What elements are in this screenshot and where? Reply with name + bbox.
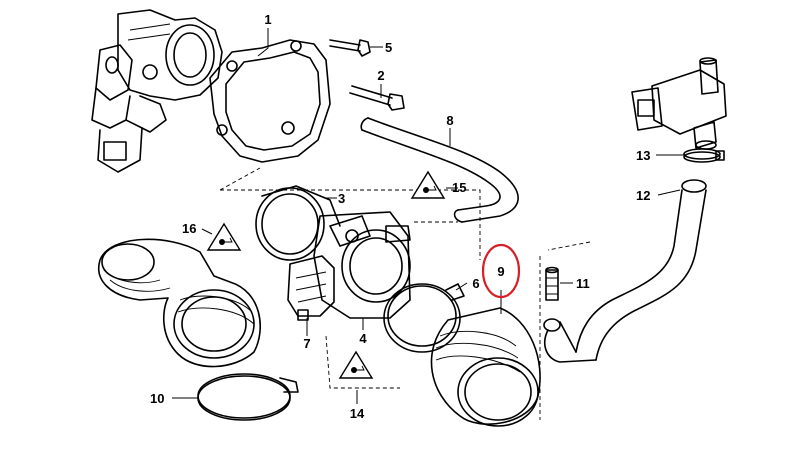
callout-6: 6 [472,276,479,291]
callout-15: 15 [452,180,466,195]
bolt-part-5 [329,39,371,57]
highlight-ring [481,243,521,299]
hose-part-8 [360,117,519,223]
callout-5: 5 [385,40,392,55]
callout-16: 16 [182,221,196,236]
callout-3: 3 [338,191,345,206]
bolt-part-2 [349,85,405,111]
warning-symbol-14 [338,350,374,379]
callout-labels: 1 2 3 4 5 6 7 8 9 10 11 12 13 14 15 16 [150,12,650,421]
callout-13: 13 [636,148,650,163]
warning-symbol-15 [410,170,446,199]
callout-9: 9 [497,264,504,279]
leader-lines [172,28,684,404]
nipple-part-11 [545,266,559,301]
callout-14: 14 [350,406,365,421]
assembly-outlines [219,167,591,420]
clamp-part-6 [383,283,465,353]
bellows-part-9 [430,307,541,427]
gasket-part-1 [209,39,331,163]
intake-boot-part [98,238,261,368]
warning-symbol-16 [206,222,242,251]
callout-11: 11 [576,276,590,291]
throttle-housing-part-4 [313,211,411,319]
seal-ring-part-3 [255,185,341,261]
callout-10: 10 [150,391,164,406]
callout-2: 2 [377,68,384,83]
callout-1: 1 [264,12,271,27]
clamp-part-13 [683,148,725,163]
hose-part-12 [543,179,707,363]
callout-8: 8 [446,113,453,128]
actuator-part-7 [287,255,335,321]
clamp-part-10 [197,373,299,421]
idle-valve-part [631,57,727,150]
callout-4: 4 [359,331,367,346]
throttle-body-assembly [91,9,223,173]
callout-7: 7 [303,336,310,351]
callout-12: 12 [636,188,650,203]
